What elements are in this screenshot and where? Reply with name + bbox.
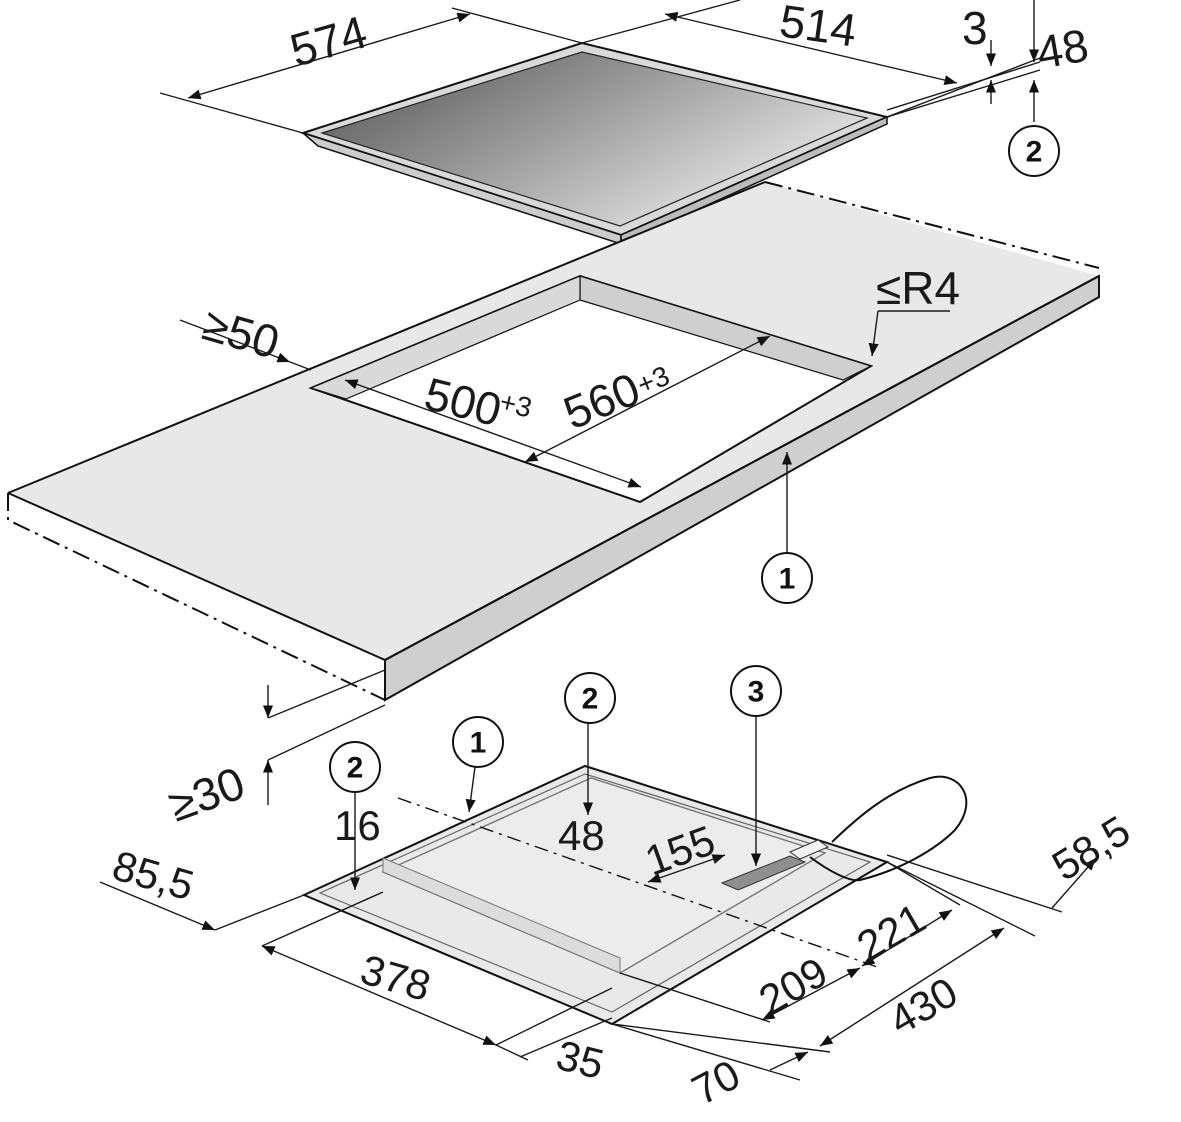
- svg-text:1: 1: [779, 563, 796, 596]
- callout-1-bottom: 1: [452, 716, 504, 768]
- callout-2-center: 2: [564, 672, 616, 724]
- label-48-bottom: 48: [558, 812, 605, 859]
- dim-arrow-85-5: [99, 881, 216, 931]
- leader-r4-arrow: [868, 310, 879, 357]
- ext-line-514-left: [581, 0, 741, 44]
- label-le-r4: ≤R4: [876, 262, 960, 314]
- dim-line-35: [495, 1044, 529, 1061]
- worktop-assembly: ≥50 500 +3 560 +3 ≤R4 1 ≥30: [7, 181, 1100, 831]
- dim-line-155: [647, 854, 726, 883]
- ext-430-right: [886, 861, 1036, 937]
- dim-line-574: [187, 12, 471, 100]
- svg-text:1: 1: [470, 727, 487, 760]
- label-430: 430: [881, 968, 965, 1044]
- cutout-wall-left: [309, 275, 581, 400]
- label-514: 514: [777, 0, 860, 57]
- ext-line-30-bottom: [267, 704, 386, 761]
- dim-arrow-70: [769, 1051, 809, 1071]
- ext-35-left: [495, 987, 613, 1046]
- ext-378-left: [261, 891, 384, 947]
- worktop-left-continuation: [7, 493, 386, 701]
- ext-85-5: [214, 894, 305, 931]
- svg-text:3: 3: [748, 676, 765, 709]
- ext-35-right: [519, 1017, 613, 1058]
- ext-line-3-top: [886, 61, 1041, 111]
- label-35: 35: [552, 1031, 609, 1088]
- dim-line-560: [524, 335, 771, 463]
- dim-line-378: [261, 945, 497, 1046]
- underside-inner-housing-edge: [382, 857, 621, 974]
- dim-line-514: [664, 11, 958, 86]
- ext-line-574-left: [159, 92, 304, 134]
- ext-58-5: [886, 854, 1063, 913]
- label-ge50: ≥50: [197, 298, 285, 369]
- label-48: 48: [1033, 19, 1092, 79]
- connection-block: [788, 839, 830, 860]
- svg-text:2: 2: [582, 683, 599, 716]
- worktop-left-outline: [7, 181, 766, 494]
- dim-arrow-50-ext: [289, 361, 312, 371]
- dim-line-500: [344, 379, 642, 488]
- ext-209: [619, 972, 771, 1023]
- worktop-back-continuation: [764, 181, 1100, 269]
- power-cable: [809, 775, 968, 882]
- label-574: 574: [284, 5, 372, 76]
- label-209: 209: [751, 948, 835, 1024]
- dim-line-430: [819, 927, 1005, 1047]
- dim-arrow-58-5: [1051, 857, 1097, 909]
- ext-line-574-right: [451, 7, 583, 44]
- callout-2-top: 2: [1008, 125, 1060, 177]
- callout-1-worktop: 1: [761, 552, 813, 604]
- label-3: 3: [962, 2, 988, 54]
- ext-line-3-bottom: [886, 69, 1041, 118]
- label-16: 16: [334, 802, 381, 849]
- ext-line-514-right: [886, 57, 1041, 118]
- label-378: 378: [356, 945, 436, 1009]
- underside-outer-rim: [318, 773, 872, 1013]
- label-85-5: 85,5: [108, 841, 200, 909]
- ext-430-left: [611, 1023, 831, 1053]
- hob-underside-assembly: 2 1 2 3 16 48 155 85,5 378: [99, 665, 1138, 1114]
- label-70: 70: [684, 1051, 747, 1114]
- svg-text:2: 2: [1026, 136, 1043, 169]
- callout-2-left: 2: [329, 741, 381, 793]
- ext-221: [886, 861, 961, 906]
- leader-callout-1-bottom: [465, 766, 476, 813]
- callout-3: 3: [730, 665, 782, 717]
- hob-top-assembly: 574 514 3 48 2: [159, 0, 1092, 246]
- label-58-5: 58,5: [1044, 806, 1138, 889]
- svg-text:2: 2: [347, 752, 364, 785]
- ext-line-30-top: [267, 669, 386, 719]
- label-221: 221: [849, 894, 933, 970]
- ext-70: [611, 1023, 801, 1081]
- dim-arrow-50: [179, 319, 291, 363]
- connection-box: [720, 855, 807, 891]
- label-ge30: ≥30: [162, 756, 252, 831]
